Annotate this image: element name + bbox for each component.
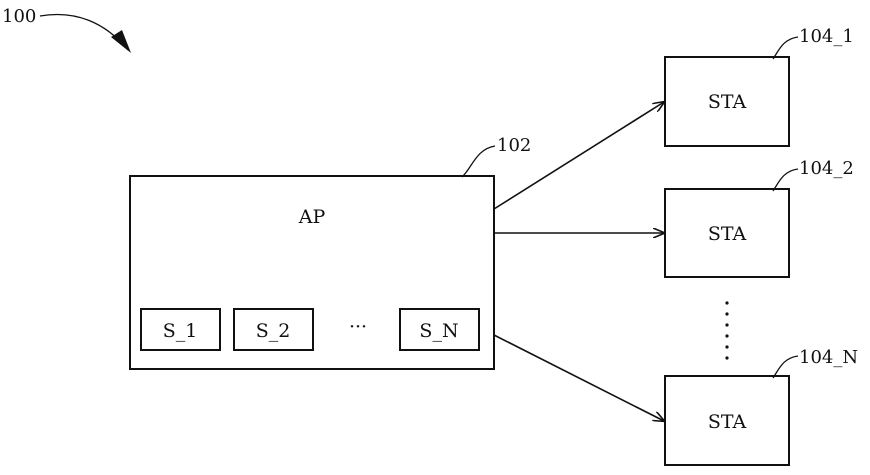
station-ellipsis-dots	[725, 301, 729, 360]
slot-box-s1	[140, 308, 221, 351]
sta-box-1	[664, 56, 790, 147]
slot-label-sn: S_N	[419, 320, 458, 342]
ap-ref-label: 102	[497, 135, 531, 156]
system-ref-label: 100	[2, 6, 36, 27]
sta-ref-leader-2	[772, 168, 799, 192]
sta-ref-leader-1	[772, 36, 799, 60]
sta-box-2	[664, 188, 790, 278]
sta-ref-label-1: 104_1	[799, 26, 854, 47]
arrow-ap-to-sta-1	[493, 102, 664, 210]
slot-ellipsis: ···	[349, 316, 367, 338]
slot-box-s2	[233, 308, 314, 351]
slot-label-s2: S_2	[256, 320, 291, 342]
ap-label: AP	[298, 206, 326, 228]
sta-label-n: STA	[708, 411, 747, 433]
ap-ref-leader	[461, 145, 496, 178]
slot-label-s1: S_1	[163, 320, 198, 342]
sta-box-n	[664, 375, 790, 466]
system-ref-arrowhead	[111, 30, 131, 53]
sta-label-2: STA	[708, 223, 747, 245]
system-ref-leader	[39, 13, 129, 51]
sta-ref-label-n: 104_N	[799, 347, 858, 368]
sta-label-1: STA	[708, 91, 747, 113]
sta-ref-label-2: 104_2	[799, 158, 854, 179]
slot-box-sn	[399, 308, 480, 351]
arrow-ap-to-sta-n	[493, 334, 664, 421]
sta-ref-leader-n	[772, 355, 799, 379]
